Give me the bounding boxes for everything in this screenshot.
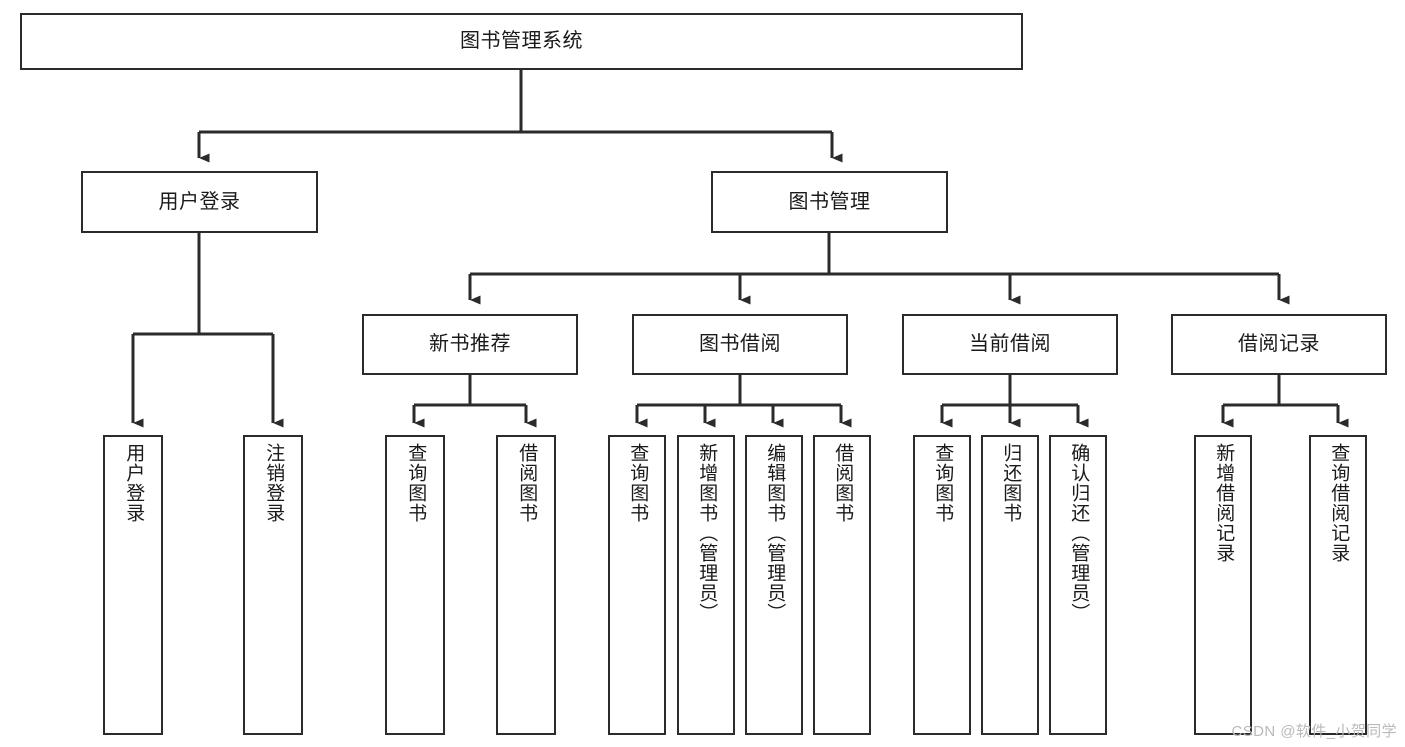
node-user-login-label: 用户登录 [158,190,241,213]
node-book-borrow[interactable]: 图书借阅 [632,314,848,375]
node-leaf-confirm-return-admin-label: 确认归还（管理员） [1068,443,1090,623]
node-book-management-label: 图书管理 [788,190,871,213]
node-leaf-borrow-book-2[interactable]: 借阅图书 [813,435,871,735]
node-leaf-query-book-1-label: 查询图书 [405,443,427,523]
node-root[interactable]: 图书管理系统 [20,13,1023,70]
node-leaf-edit-book-admin[interactable]: 编辑图书（管理员） [745,435,803,735]
node-user-login[interactable]: 用户登录 [81,171,318,233]
node-leaf-query-borrow-record[interactable]: 查询借阅记录 [1309,435,1367,735]
node-leaf-user-login[interactable]: 用户登录 [103,435,163,735]
node-root-label: 图书管理系统 [460,30,583,53]
node-leaf-query-borrow-record-label: 查询借阅记录 [1328,443,1350,563]
node-book-management[interactable]: 图书管理 [711,171,948,233]
node-borrow-record[interactable]: 借阅记录 [1171,314,1387,375]
node-new-book-recommend-label: 新书推荐 [429,333,511,356]
node-leaf-borrow-book-1[interactable]: 借阅图书 [496,435,556,735]
csdn-watermark: CSDN @软件_小贺同学 [1231,723,1397,740]
node-borrow-record-label: 借阅记录 [1238,333,1320,356]
node-leaf-user-login-label: 用户登录 [123,443,145,523]
node-leaf-query-book-3-label: 查询图书 [932,443,954,523]
node-leaf-query-book-2[interactable]: 查询图书 [608,435,666,735]
node-leaf-edit-book-admin-label: 编辑图书（管理员） [764,443,786,623]
node-current-borrow[interactable]: 当前借阅 [902,314,1118,375]
node-leaf-add-borrow-record-label: 新增借阅记录 [1213,443,1235,563]
node-leaf-query-book-2-label: 查询图书 [627,443,649,523]
node-leaf-confirm-return-admin[interactable]: 确认归还（管理员） [1049,435,1107,735]
node-leaf-query-book-3[interactable]: 查询图书 [913,435,971,735]
node-leaf-add-book-admin-label: 新增图书（管理员） [696,443,718,623]
node-leaf-return-book[interactable]: 归还图书 [981,435,1039,735]
node-leaf-borrow-book-1-label: 借阅图书 [516,443,538,523]
node-leaf-logout[interactable]: 注销登录 [243,435,303,735]
node-new-book-recommend[interactable]: 新书推荐 [362,314,578,375]
node-leaf-add-book-admin[interactable]: 新增图书（管理员） [677,435,735,735]
node-leaf-return-book-label: 归还图书 [1000,443,1022,523]
node-leaf-logout-label: 注销登录 [263,443,285,523]
node-book-borrow-label: 图书借阅 [699,333,781,356]
node-leaf-add-borrow-record[interactable]: 新增借阅记录 [1194,435,1252,735]
node-leaf-borrow-book-2-label: 借阅图书 [832,443,854,523]
node-leaf-query-book-1[interactable]: 查询图书 [385,435,445,735]
node-current-borrow-label: 当前借阅 [969,333,1051,356]
